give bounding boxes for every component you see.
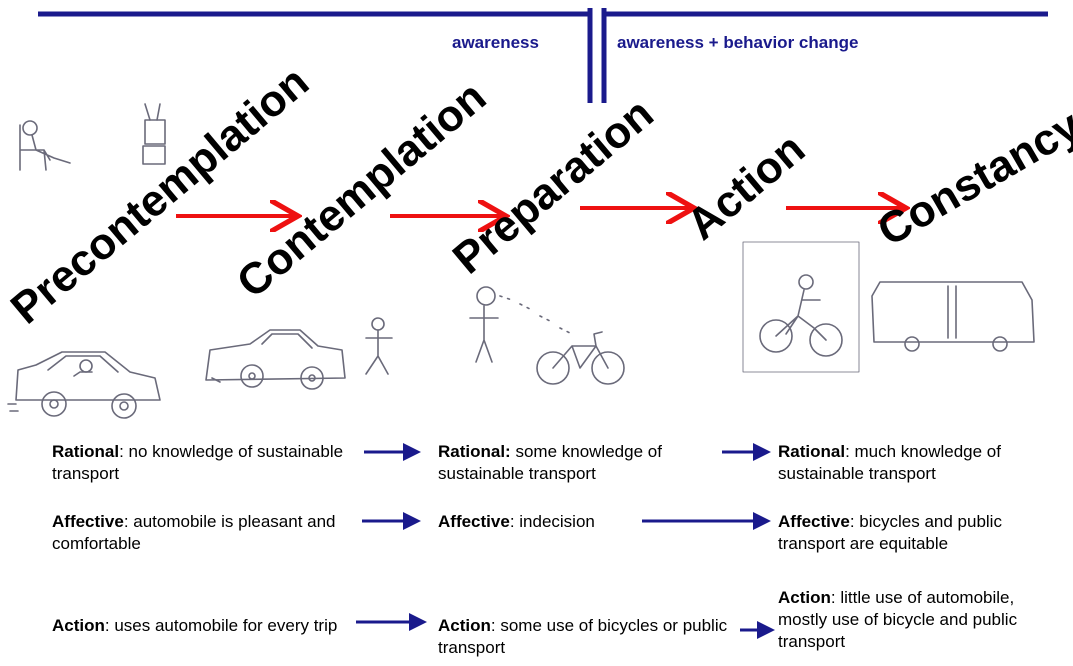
television-icon [142,103,166,165]
col3-affective: Affective: bicycles and public transport… [778,512,1002,553]
col2-action: Action: some use of bicycles or public t… [438,616,728,657]
col2-rational: Rational: some knowledge of sustainable … [438,442,662,483]
car-with-driver-icon [7,351,161,419]
car-icon [205,329,346,390]
col2-affective: Affective: indecision [438,512,595,531]
col1-affective: Affective: automobile is pleasant and co… [52,512,336,553]
bus-icon [871,281,1035,352]
col1-rational: Rational: no knowledge of sustainable tr… [52,442,344,483]
lounging-person-icon [19,120,71,171]
stick-figure-icon [365,317,393,375]
col3-rational: Rational: much knowledge of sustainable … [778,442,1001,483]
awareness-label: awareness [452,33,539,52]
person-thinking-bicycle-icon [469,286,625,385]
col1-action: Action: uses automobile for every trip [52,616,338,635]
awareness-behavior-change-label: awareness + behavior change [617,33,859,52]
col3-action: Action: little use of automobile, mostly… [778,588,1018,651]
cyclist-icon [742,241,860,373]
